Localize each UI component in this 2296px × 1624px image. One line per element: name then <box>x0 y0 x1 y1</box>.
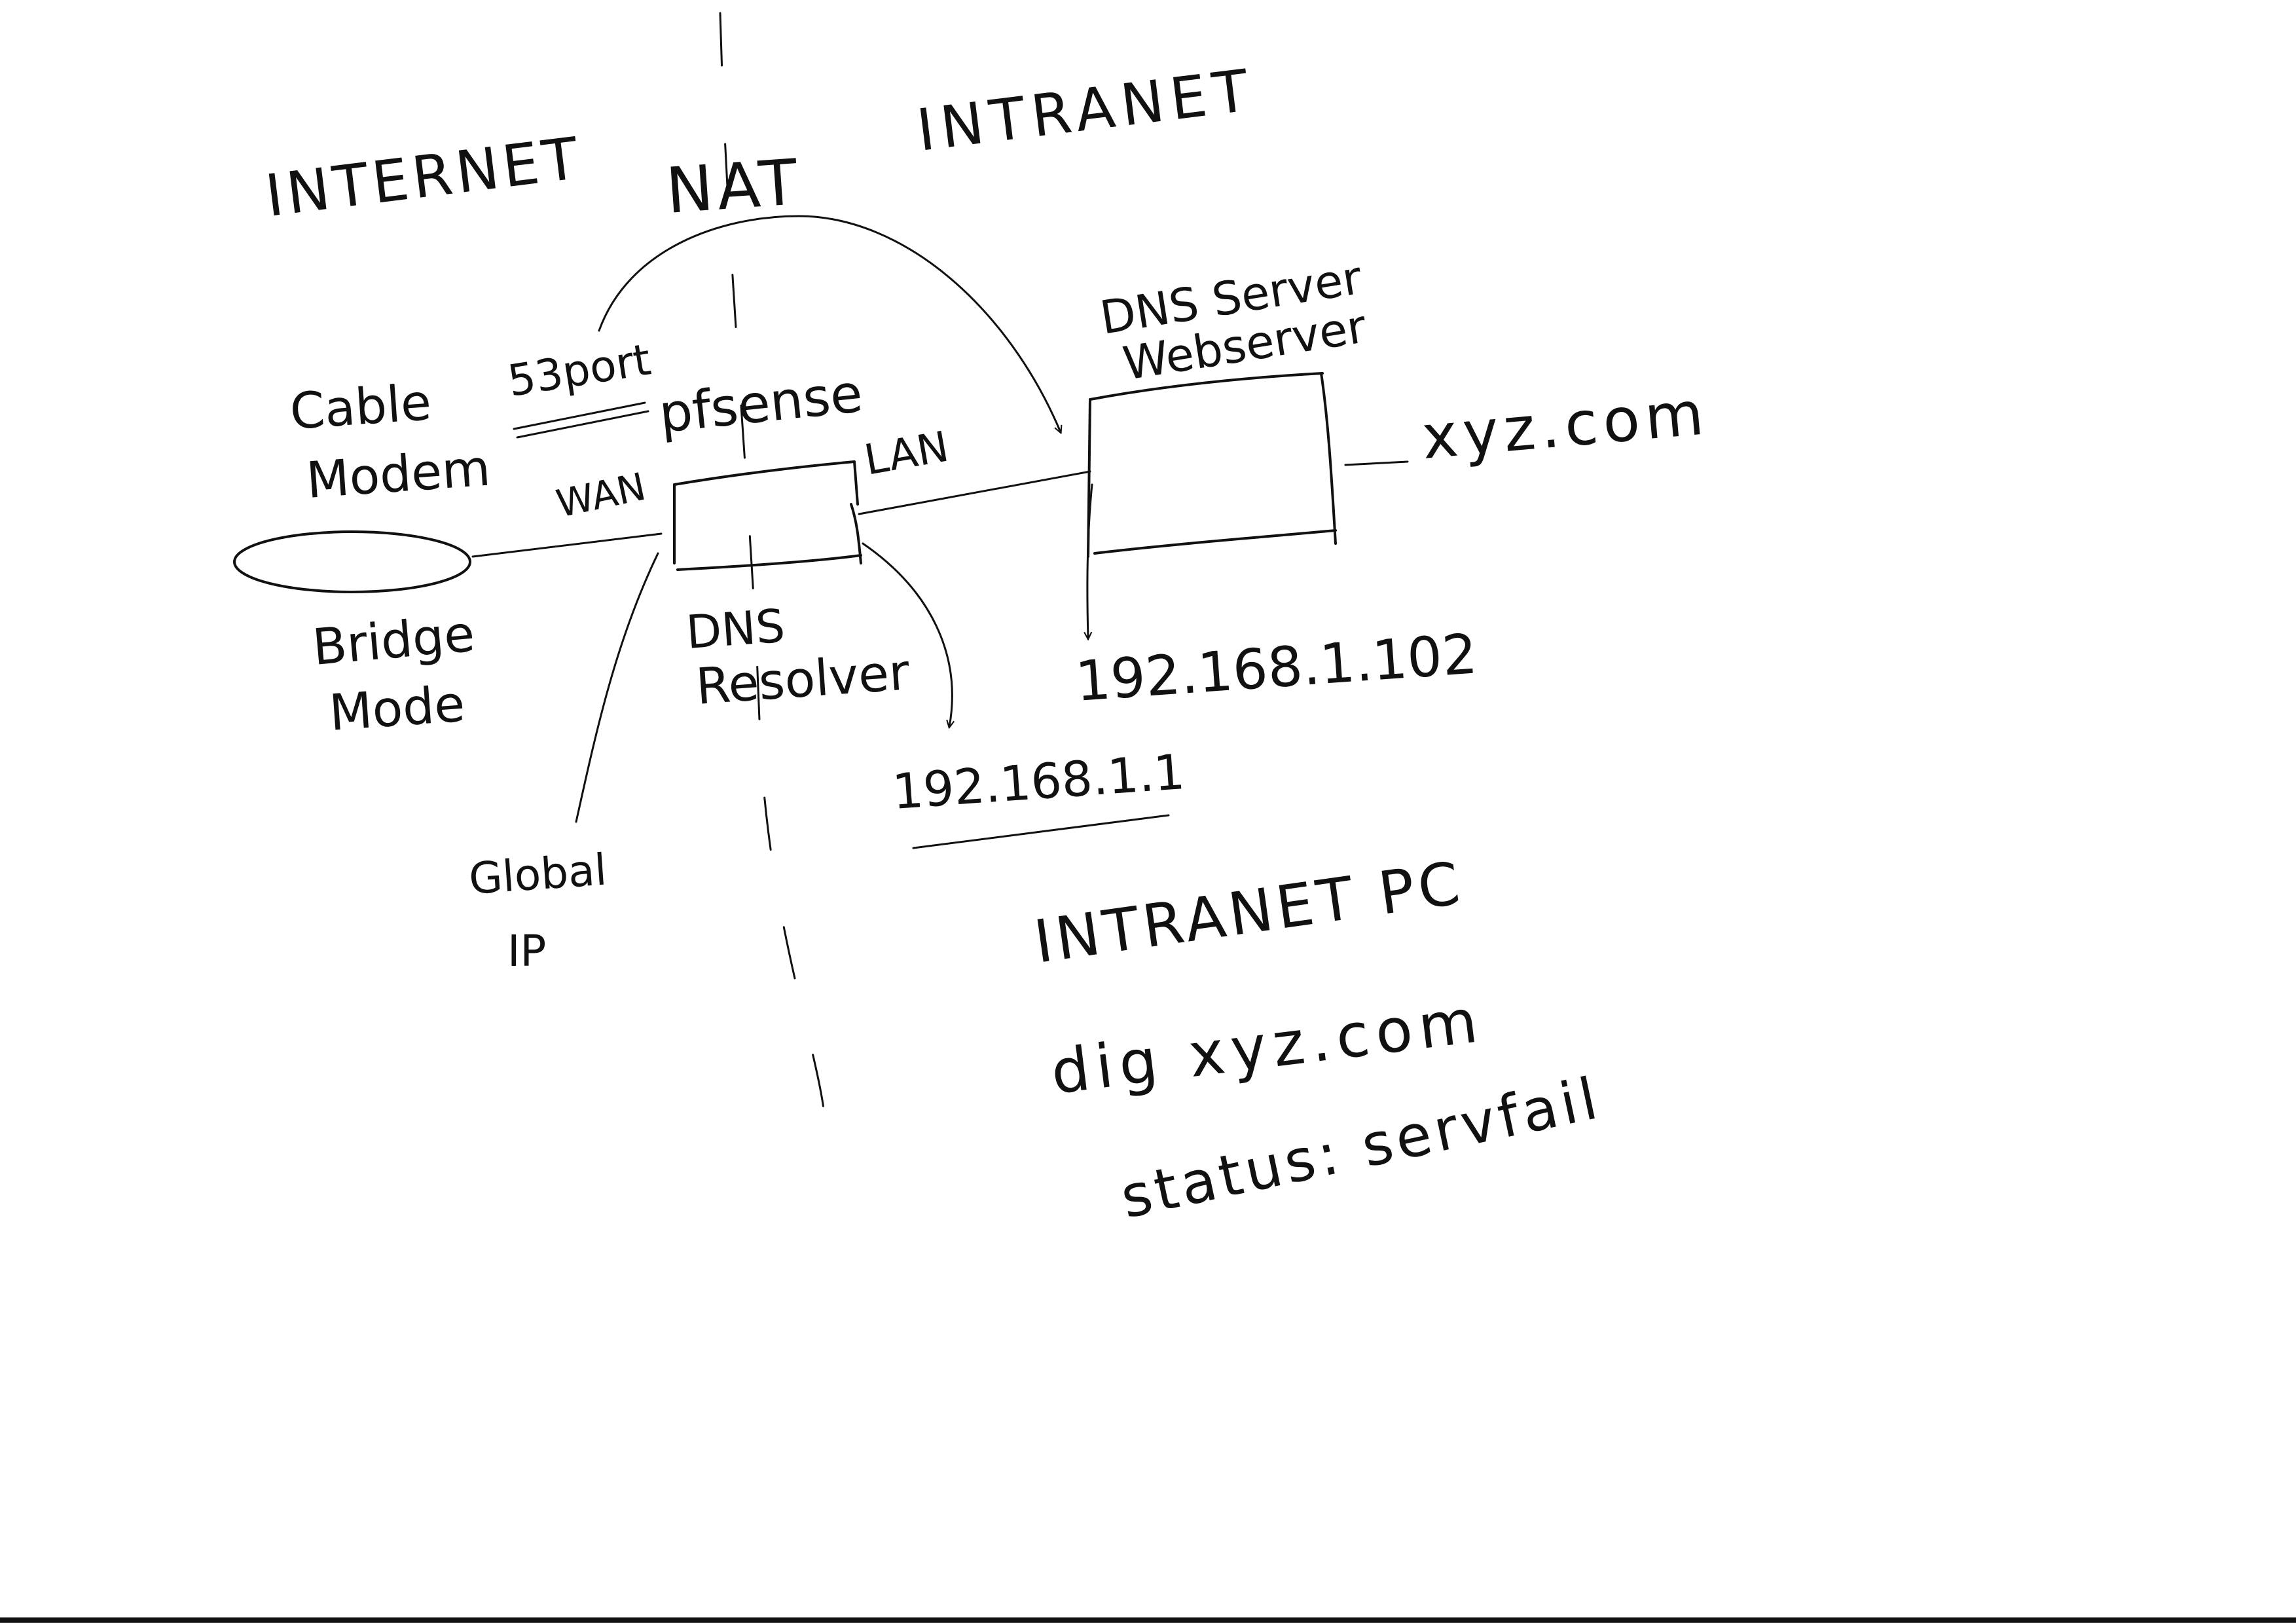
modem-label-line2: Modem <box>304 439 492 509</box>
zone-label-nat: NAT <box>664 145 804 228</box>
nat-port-forward-arrow <box>598 215 1061 432</box>
lan-ip-label: 192.168.1.1 <box>890 744 1186 821</box>
global-ip-label-line1: Global <box>467 844 608 904</box>
firewall-box <box>673 460 862 571</box>
wan-link-line <box>471 532 663 558</box>
intranet-pc-command: dig xyz.com <box>1048 986 1488 1108</box>
port-note-underline-2 <box>516 410 649 439</box>
resolver-label-line1: DNS <box>684 599 786 659</box>
firewall-lan-label: LAN <box>861 423 953 485</box>
server-ip-pointer-arrow <box>1087 483 1093 638</box>
server-domain-label: xyz.com <box>1419 378 1712 473</box>
lan-ip-underline <box>912 814 1170 849</box>
lan-link-line <box>858 470 1091 515</box>
modem-mode-line1: Bridge <box>310 604 477 676</box>
global-ip-label-line2: IP <box>507 926 546 976</box>
cable-modem-shape <box>233 530 471 593</box>
server-ip-label: 192.168.1.102 <box>1074 621 1480 714</box>
lan-ip-pointer-arrow <box>862 542 952 727</box>
port-note-underline-1 <box>513 401 646 430</box>
firewall-name-label: pfsense <box>656 363 865 445</box>
port-note-label: 53port <box>504 334 654 406</box>
firewall-wan-label: WAN <box>553 464 649 526</box>
server-box <box>1087 372 1337 558</box>
modem-label-line1: Cable <box>288 373 433 441</box>
zone-divider-line <box>719 12 826 1121</box>
modem-mode-line2: Mode <box>327 674 467 742</box>
domain-link-line <box>1344 460 1409 466</box>
zone-label-internet: INTERNET <box>262 124 585 229</box>
global-ip-pointer <box>575 552 659 823</box>
intranet-pc-title: INTRANET PC <box>1030 849 1467 977</box>
zone-label-intranet: INTRANET <box>913 56 1258 164</box>
